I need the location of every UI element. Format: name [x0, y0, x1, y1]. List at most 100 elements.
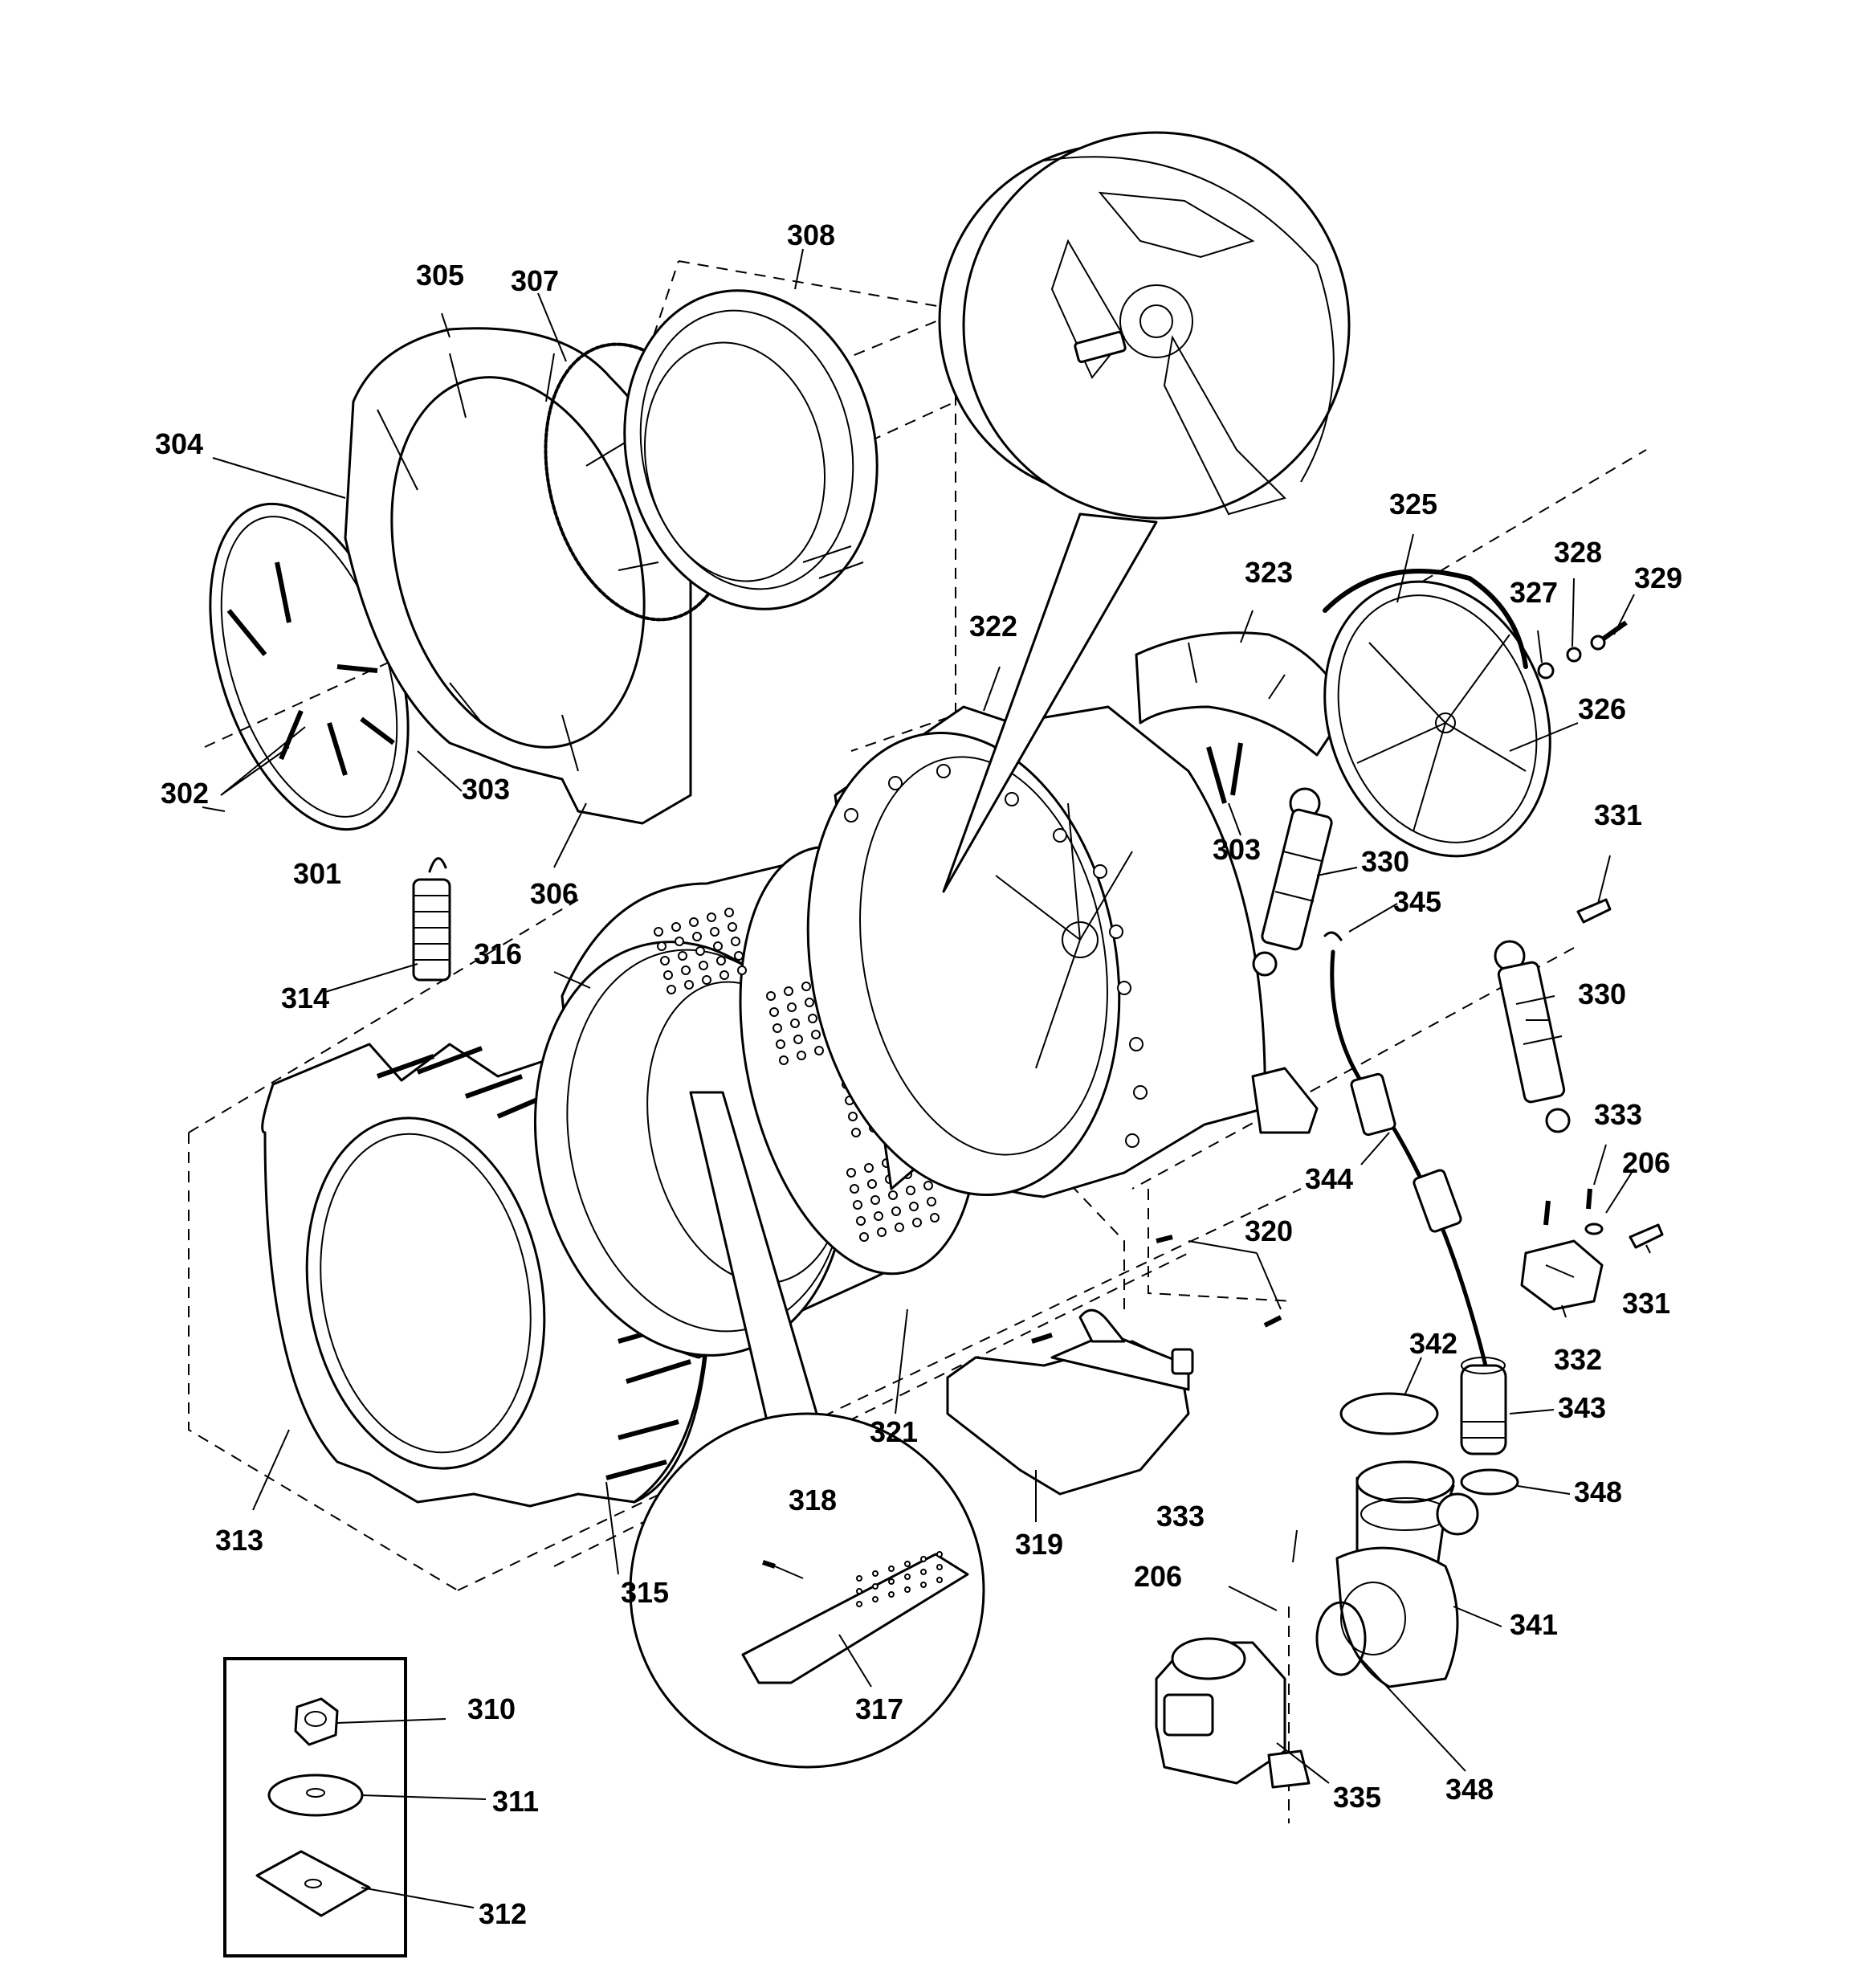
baffle-perforation	[936, 1551, 943, 1557]
drum-perforation	[689, 917, 699, 927]
label-320: 320	[1245, 1214, 1293, 1247]
label-322: 322	[969, 610, 1017, 643]
drum-perforation	[675, 937, 684, 946]
label-306: 306	[530, 877, 578, 910]
baffle-perforation	[936, 1577, 943, 1583]
label-319: 319	[1015, 1528, 1063, 1561]
label-331-bottom: 331	[1622, 1287, 1670, 1320]
baffle-perforation	[936, 1564, 943, 1570]
leader-lines	[202, 248, 1651, 1908]
drum-perforation	[814, 1046, 824, 1055]
drum-perforation	[699, 961, 708, 970]
label-329: 329	[1634, 561, 1682, 594]
drum-perforation	[776, 1039, 785, 1049]
drum-perforation	[811, 1030, 821, 1039]
pressure-chamber-343	[1460, 1357, 1507, 1455]
label-303-front: 303	[462, 773, 510, 806]
clamp-348-lower	[1315, 1601, 1367, 1676]
label-318: 318	[789, 1484, 837, 1517]
door-boot-308	[623, 289, 879, 610]
drum-perforation	[769, 1007, 779, 1017]
callout-labels: 301 302 303 303 304 305 306 307 308 310 …	[155, 218, 1682, 1930]
label-344: 344	[1305, 1162, 1353, 1195]
drum-perforation	[805, 998, 814, 1007]
tub-bolt-boss	[1129, 1037, 1143, 1051]
label-308: 308	[787, 218, 835, 251]
rear-braces-303	[1206, 742, 1243, 804]
label-341: 341	[1510, 1608, 1558, 1641]
clamp-348-upper	[1460, 1468, 1519, 1496]
drum-perforation	[784, 986, 793, 996]
drum-perforation	[787, 1002, 797, 1012]
label-325: 325	[1389, 488, 1437, 520]
drum-perforation	[793, 1035, 803, 1044]
label-333-lower: 333	[1156, 1500, 1205, 1533]
drum-perforation	[657, 941, 667, 951]
drum-perforation	[710, 927, 720, 937]
counterweight-305	[344, 327, 693, 825]
label-304: 304	[155, 427, 203, 460]
suspension-spring-314	[412, 857, 451, 982]
sump-341	[1335, 1460, 1479, 1688]
baffle-perforation	[920, 1582, 927, 1588]
drum-perforation	[667, 985, 676, 994]
baffle-perforation	[856, 1601, 862, 1607]
label-342: 342	[1409, 1327, 1457, 1360]
shock-absorber-330-left	[1252, 787, 1333, 977]
drum-perforation	[909, 1202, 919, 1211]
label-313: 313	[215, 1524, 263, 1557]
label-314: 314	[281, 982, 329, 1014]
drum-perforation	[779, 1055, 789, 1065]
baffle-perforation	[888, 1565, 895, 1572]
drum-perforation	[692, 932, 702, 941]
hose-344	[1323, 931, 1488, 1368]
drum-perforation	[888, 1190, 898, 1200]
baffle-perforation	[872, 1596, 879, 1602]
drum-perforation	[797, 1051, 806, 1060]
drum-perforation	[724, 908, 734, 917]
tub-bolt-boss	[1133, 1085, 1148, 1100]
rear-weight-323	[1135, 631, 1351, 757]
label-348-upper: 348	[1574, 1476, 1622, 1508]
pins-331	[1576, 898, 1664, 1249]
drum-perforation	[737, 965, 747, 975]
drum-perforation	[702, 975, 711, 985]
drum-perforation	[851, 1128, 861, 1137]
drum-perforation	[877, 1227, 887, 1237]
front-ring-301	[209, 502, 410, 831]
nut-washer-plate-inset	[223, 1657, 407, 1957]
tub-bolt-boss	[1053, 828, 1067, 843]
baffle-perforation	[920, 1569, 927, 1575]
label-315: 315	[621, 1576, 669, 1609]
drum-perforation	[773, 1023, 782, 1033]
drum-perforation	[864, 1163, 874, 1173]
tub-bolt-boss	[1109, 925, 1123, 939]
baffle-perforation	[856, 1588, 862, 1594]
drum-perforation	[870, 1195, 880, 1205]
label-326: 326	[1578, 692, 1626, 725]
drum-perforation	[684, 980, 694, 990]
drum-perforation	[713, 941, 723, 951]
tub-bolt-boss	[1117, 981, 1131, 995]
drum-perforation	[695, 946, 705, 956]
label-316: 316	[474, 937, 522, 970]
label-305: 305	[416, 259, 464, 292]
label-301: 301	[293, 857, 341, 890]
rear-tub-322	[806, 705, 1319, 1198]
tub-bolt-boss	[1005, 792, 1019, 806]
drum-perforation	[923, 1181, 933, 1190]
drum-perforation	[846, 1168, 856, 1178]
tub-bolt-boss	[1093, 864, 1107, 879]
baffle-perforation	[856, 1575, 862, 1582]
label-323: 323	[1245, 556, 1293, 589]
clamp-342	[1339, 1392, 1439, 1435]
drum-perforation	[930, 1213, 940, 1223]
tub-bolt-boss	[936, 764, 951, 778]
drum-perforation	[850, 1184, 859, 1194]
label-343: 343	[1558, 1391, 1606, 1424]
baffle-perforation	[904, 1586, 911, 1593]
drum-perforation	[663, 970, 673, 980]
baffle-perforation	[920, 1556, 927, 1562]
label-327: 327	[1510, 576, 1558, 609]
